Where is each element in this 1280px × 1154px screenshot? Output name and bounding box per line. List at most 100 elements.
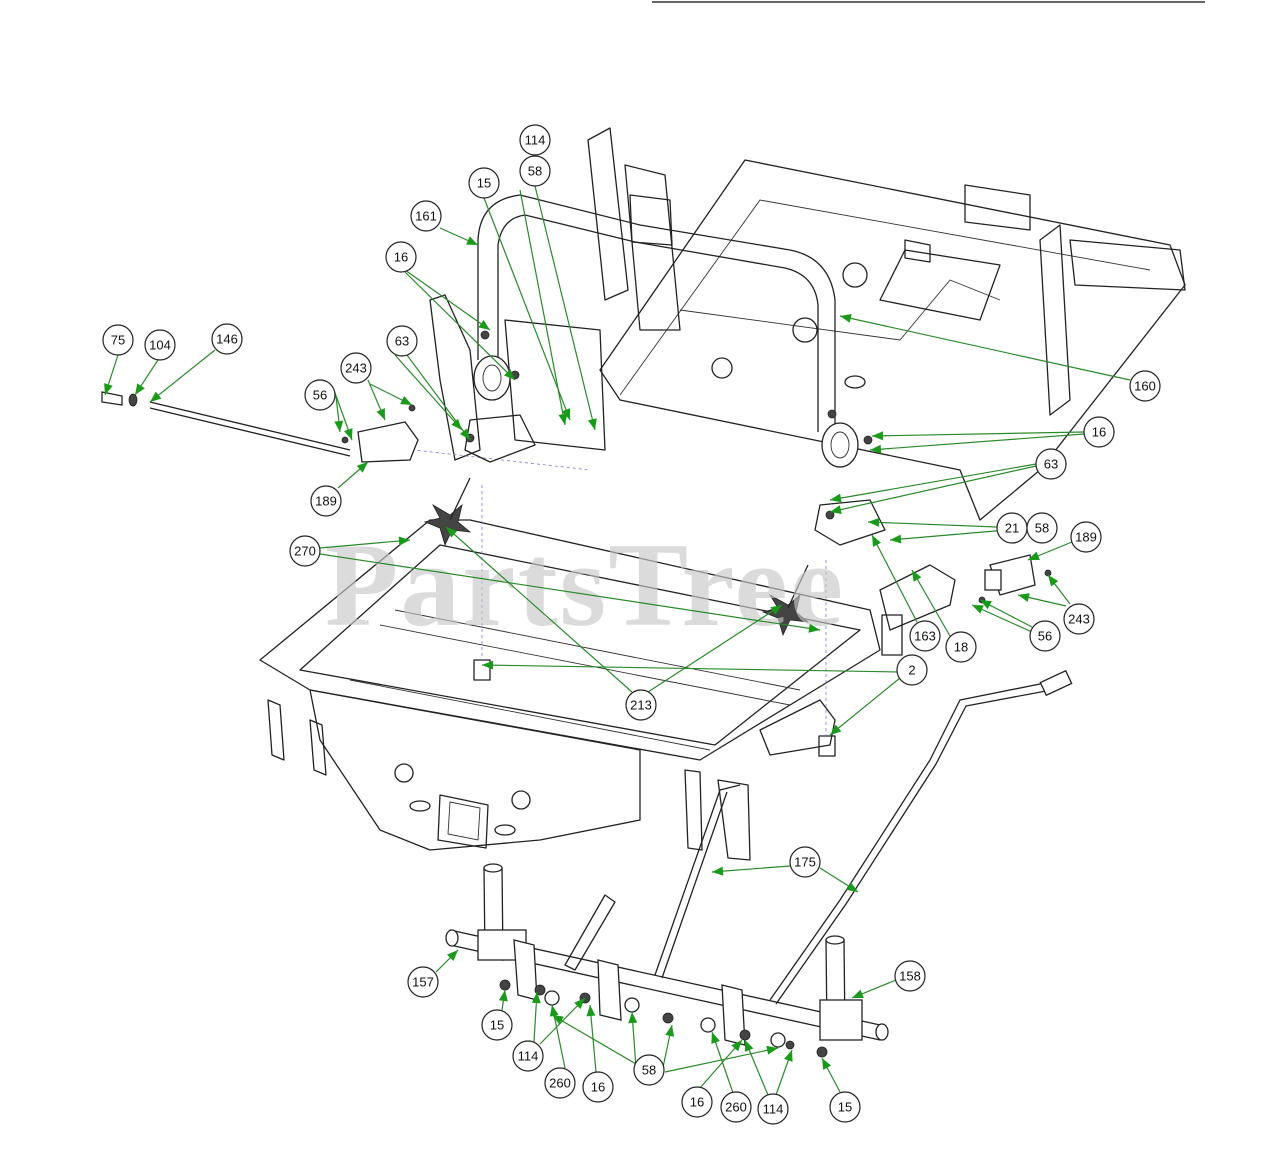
svg-text:158: 158 [899, 969, 921, 984]
leader-arrowhead [784, 1050, 793, 1062]
callout-16: 16 [582, 1071, 614, 1103]
callout-163: 163 [909, 620, 941, 652]
leader-arrowhead [482, 660, 494, 670]
knob-right [761, 564, 810, 637]
svg-text:243: 243 [345, 361, 367, 376]
svg-text:15: 15 [838, 1100, 852, 1115]
leader-line [647, 604, 783, 693]
leader-arrowhead [1028, 551, 1040, 560]
callout-58: 58 [1026, 512, 1058, 544]
callout-16: 16 [681, 1086, 713, 1118]
svg-text:58: 58 [528, 164, 542, 179]
svg-text:189: 189 [315, 494, 337, 509]
svg-text:114: 114 [525, 133, 546, 148]
callout-21: 21 [996, 512, 1028, 544]
callout-189: 189 [1070, 521, 1102, 553]
svg-text:189: 189 [1075, 530, 1097, 545]
leader-line [911, 569, 951, 637]
leader-arrowhead [870, 444, 882, 454]
leader-line [319, 553, 821, 631]
leader-arrowhead [872, 535, 882, 547]
svg-text:260: 260 [725, 1100, 747, 1115]
callout-161: 161 [410, 200, 442, 232]
callout-15: 15 [829, 1091, 861, 1123]
callout-213: 213 [625, 689, 657, 721]
watermark: PartsTree [325, 518, 845, 651]
leader-arrowhead [503, 369, 515, 380]
svg-text:16: 16 [591, 1080, 605, 1095]
callout-63: 63 [386, 325, 418, 357]
callout-260: 260 [544, 1067, 576, 1099]
callout-175: 175 [789, 846, 821, 878]
callout-56: 56 [1029, 620, 1061, 652]
leader-arrowhead [822, 1058, 832, 1070]
callout-2: 2 [896, 654, 928, 686]
callout-16: 16 [1083, 416, 1115, 448]
leader-arrowhead [830, 493, 842, 503]
svg-text:175: 175 [794, 855, 816, 870]
leader-line [149, 349, 216, 403]
svg-text:163: 163 [914, 629, 936, 644]
leader-arrowhead [549, 1005, 559, 1017]
callout-189: 189 [310, 485, 342, 517]
callout-243: 243 [340, 352, 372, 384]
svg-text:157: 157 [412, 975, 434, 990]
leader-arrowhead [150, 391, 162, 402]
leader-line [394, 354, 463, 431]
callout-56: 56 [304, 379, 336, 411]
svg-text:63: 63 [395, 334, 409, 349]
leader-arrowhead [558, 413, 568, 425]
svg-text:56: 56 [313, 388, 327, 403]
svg-text:104: 104 [149, 338, 171, 353]
leader-arrowhead [446, 527, 458, 538]
leader-line [551, 1014, 637, 1065]
leader-arrowhead [574, 998, 585, 1010]
callout-58: 58 [633, 1054, 665, 1086]
callout-15: 15 [468, 167, 500, 199]
leader-arrowhead [552, 1015, 564, 1025]
leader-line [404, 271, 516, 381]
svg-text:56: 56 [1038, 629, 1052, 644]
callout-layer: 114 58 15 161 16 75 104 146 63 243 56 18… [102, 124, 1161, 1125]
svg-text:63: 63 [1044, 457, 1058, 472]
callout-114: 114 [512, 1040, 544, 1072]
leader-arrowhead [398, 536, 410, 546]
callout-114: 114 [757, 1093, 789, 1125]
svg-text:21: 21 [1005, 521, 1019, 536]
right-pivot-mount [814, 409, 886, 546]
left-rod-assembly [101, 391, 419, 463]
leader-line [867, 521, 998, 528]
svg-text:213: 213 [630, 698, 652, 713]
leader-arrowhead [104, 383, 113, 395]
leader-arrowhead [972, 605, 984, 614]
svg-text:146: 146 [216, 332, 238, 347]
leader-arrowhead [808, 623, 820, 633]
svg-text:114: 114 [763, 1102, 784, 1117]
leader-arrowhead [830, 505, 842, 514]
callout-260: 260 [720, 1091, 752, 1123]
frame-assembly [259, 127, 1186, 861]
callout-146: 146 [211, 323, 243, 355]
svg-text:58: 58 [1035, 521, 1049, 536]
leader-line [711, 865, 791, 873]
svg-text:58: 58 [642, 1063, 656, 1078]
leader-arrowhead [872, 431, 884, 441]
leader-arrowhead [344, 428, 353, 440]
leader-line [829, 463, 1037, 501]
callout-270: 270 [289, 535, 321, 567]
callout-243: 243 [1063, 603, 1095, 635]
callout-16: 16 [385, 241, 417, 273]
leader-line [534, 185, 596, 431]
callout-158: 158 [894, 960, 926, 992]
svg-text:18: 18 [954, 640, 968, 655]
leader-line [481, 664, 901, 673]
callout-18: 18 [945, 631, 977, 663]
leader-arrowhead [400, 396, 412, 405]
right-bracket [978, 554, 1052, 604]
leader-arrowhead [770, 605, 782, 615]
svg-text:75: 75 [111, 333, 125, 348]
leader-arrowhead [840, 313, 852, 323]
leader-arrowhead [912, 570, 922, 582]
roll-bar [477, 194, 836, 432]
leader-arrowhead [868, 517, 880, 527]
